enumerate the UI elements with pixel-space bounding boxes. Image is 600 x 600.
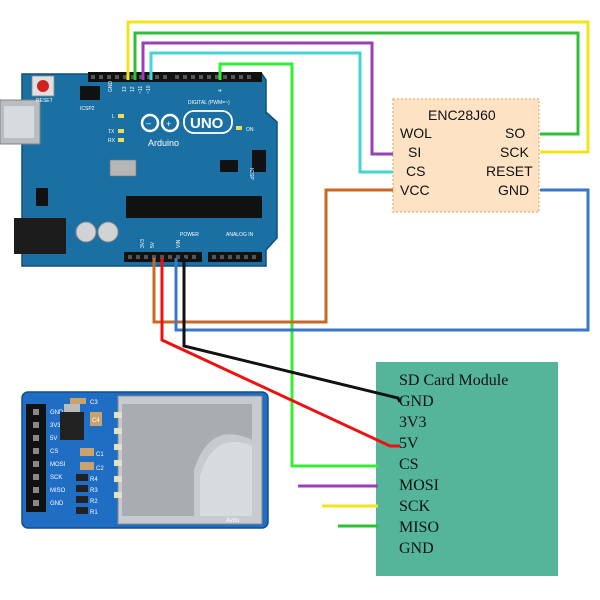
part-label: R3 [90,488,98,494]
pin-3v3-label: 3V3 [140,239,146,248]
pin-5v-label: 5V [150,241,156,248]
pin-4-label: 4 [218,89,224,92]
sd-pin-gnd-2: GND [399,540,434,557]
sd-module-title: SD Card Module [399,372,508,389]
atmega-chip [126,196,262,218]
sd-module-box [376,362,558,576]
sd-pin-mosi: MOSI [399,477,439,494]
wire-purple-si [141,41,393,156]
svg-text:–: – [146,118,151,128]
enc-pin-gnd: GND [498,182,529,198]
part-label: C4 [92,418,100,424]
uno-label: UNO [190,115,224,132]
pin-gnd-label: GND [108,81,114,93]
part-label: C3 [90,400,98,406]
wire-bright-green-cs [218,62,378,468]
enc28j60-box [392,98,540,213]
sd-board-pin-label: 3V3 [50,423,61,429]
pin-10-label: ~10 [146,85,152,94]
sd-card-board: GND 3V3 5V CS MOSI SCK MISO GND C3 C4 C1… [21,391,269,529]
sd-pin-gnd: GND [399,393,434,410]
part-label: R4 [90,477,98,483]
wire-cyan-cs [149,51,393,174]
pin-13-label: 13 [122,86,128,92]
enc-pin-so: SO [505,125,525,141]
pin-vin-label: VIN [176,239,182,248]
sd-card-module: SD Card Module GND 3V3 5V CS MOSI SCK MI… [376,362,558,576]
led-l-label: L [112,114,115,120]
svg-text:+: + [166,119,171,129]
sd-pin-3v3: 3V3 [399,414,427,431]
reset-label: RESET [36,98,53,104]
sd-board-pin-label: GND [50,410,64,416]
part-label: R1 [90,510,98,516]
enc28j60-module: ENC28J60 WOL SO SI SCK CS RESET VCC GND [392,98,540,213]
analog-header [208,252,262,262]
led-tx-label: TX [108,129,115,135]
sd-pin-5v: 5V [399,435,419,452]
wire-blue-gnd [174,188,590,332]
sd-board-pin-label: CS [50,449,58,455]
enc-pin-reset: RESET [486,163,533,179]
enc-pin-vcc: VCC [400,182,430,198]
arduino-logo: – + UNO Arduino [140,110,233,148]
sd-board-pin-label: 5V [50,436,57,442]
led-on-label: ON [246,127,254,133]
icsp2-label: ICSP2 [80,106,95,112]
wires [126,20,590,528]
sd-board-header [26,404,46,512]
analog-label: ANALOG IN [226,232,254,238]
sd-board-pin-label: SCK [50,475,62,481]
sd-board-pin-label: MOSI [50,462,66,468]
sd-board-pin-label: MISO [50,488,66,494]
dc-jack [14,218,66,254]
brand-label: Arduino [148,138,179,148]
sd-pin-cs: CS [399,456,419,473]
sd-pin-sck: SCK [399,498,431,515]
wire-orange-vcc [152,188,393,324]
arduino-uno-board: RESET ICSP2 ICSP GND 13 12 ~11 ~10 4 DIG… [0,72,278,267]
enc-pin-cs: CS [406,163,425,179]
pin-11-label: ~11 [138,86,144,94]
sd-pin-miso: MISO [399,519,439,536]
power-label: POWER [180,232,199,238]
watermark: Avito [226,518,240,524]
pin-12-label: 12 [130,86,136,92]
wire-black-gnd [182,258,402,403]
wire-yellow-sck [126,20,590,154]
enc-pin-wol: WOL [400,125,432,141]
enc28j60-title: ENC28J60 [428,107,496,123]
part-label: C1 [96,452,104,458]
wire-red-5v [160,258,400,448]
part-label: R2 [90,499,98,505]
sd-board-pin-label: GND [50,501,64,507]
wire-green-so [133,31,580,136]
icsp-label: ICSP [248,168,254,180]
led-rx-label: RX [108,138,116,144]
enc-pin-si: SI [408,144,421,160]
digital-label: DIGITAL (PWM=~) [188,100,230,106]
part-label: C2 [96,466,104,472]
enc-pin-sck: SCK [500,144,529,160]
